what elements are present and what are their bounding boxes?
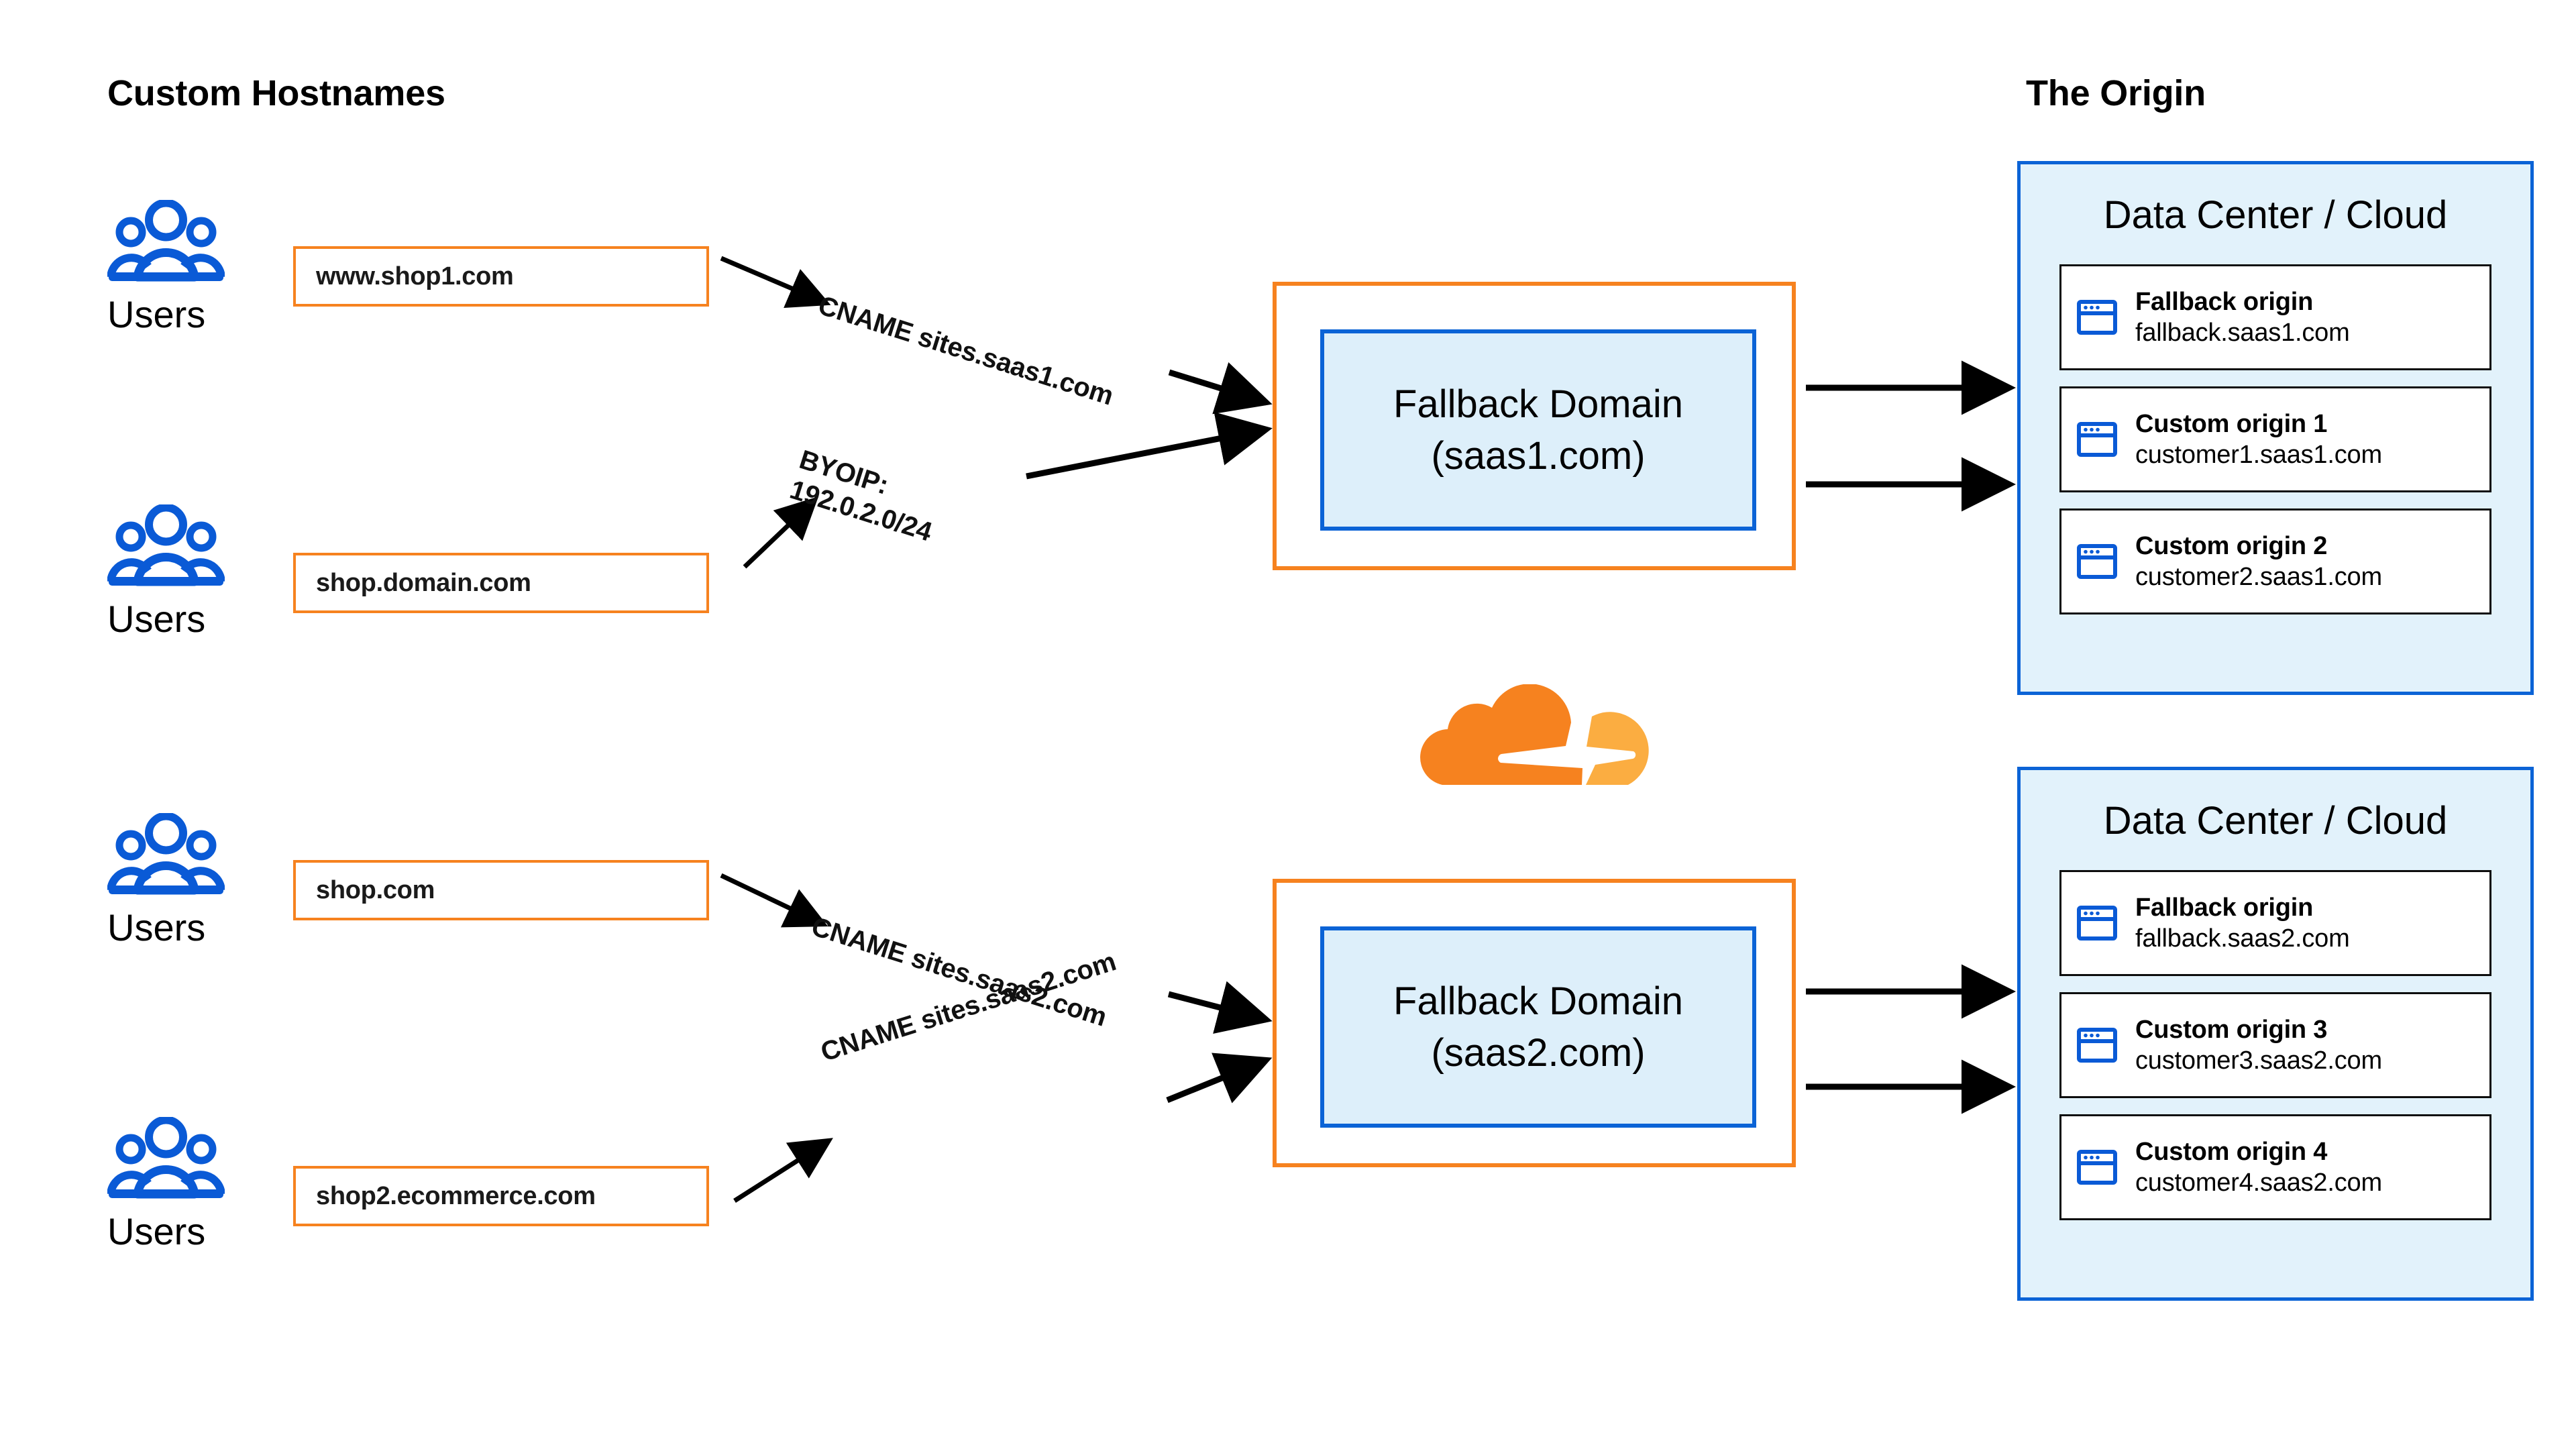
hostname-value: shop.domain.com — [316, 568, 531, 597]
origin-hostname: fallback.saas1.com — [2135, 319, 2350, 347]
hostname-box-www-shop1[interactable]: www.shop1.com — [293, 246, 709, 307]
hostname-box-shop-domain[interactable]: shop.domain.com — [293, 553, 709, 613]
hostname-value: shop.com — [316, 875, 435, 904]
edge-label-byoip: BYOIP: 192.0.2.0/24 — [786, 444, 945, 549]
fallback-domain-box-saas1[interactable]: Fallback Domain (saas1.com) — [1320, 329, 1756, 531]
browser-window-icon — [2077, 1150, 2117, 1185]
origin-card-custom-origin-2[interactable]: Custom origin 2 customer2.saas1.com — [2059, 508, 2491, 614]
heading-custom-hostnames: Custom Hostnames — [107, 73, 445, 113]
users-group-2: Users — [101, 504, 302, 638]
browser-window-icon — [2077, 1028, 2117, 1063]
browser-window-icon — [2077, 422, 2117, 457]
users-label: Users — [107, 293, 206, 335]
origin-name: Custom origin 3 — [2135, 1015, 2328, 1044]
origin-text: Fallback origin fallback.saas1.com — [2135, 286, 2350, 349]
origin-name: Custom origin 4 — [2135, 1137, 2328, 1166]
hostname-value: shop2.ecommerce.com — [316, 1181, 596, 1210]
origin-name: Custom origin 1 — [2135, 409, 2328, 438]
fallback-domain-title: Fallback Domain — [1393, 979, 1683, 1023]
origin-card-fallback-saas1[interactable]: Fallback origin fallback.saas1.com — [2059, 264, 2491, 370]
origin-text: Custom origin 2 customer2.saas1.com — [2135, 531, 2382, 593]
origin-card-custom-origin-1[interactable]: Custom origin 1 customer1.saas1.com — [2059, 386, 2491, 492]
data-center-title: Data Center / Cloud — [2103, 193, 2448, 237]
users-group-3: Users — [101, 813, 302, 947]
fallback-domain-name: (saas1.com) — [1431, 434, 1646, 478]
data-center-panel-2: Data Center / Cloud Fallback origin fall… — [2017, 767, 2534, 1301]
fallback-domain-box-saas2[interactable]: Fallback Domain (saas2.com) — [1320, 926, 1756, 1128]
data-center-panel-1: Data Center / Cloud Fallback origin fall… — [2017, 161, 2534, 695]
arrow-label-fallback2-b — [1166, 1053, 1273, 1104]
arrow-label-fallback1-a — [1168, 362, 1273, 415]
browser-window-icon — [2077, 906, 2117, 941]
origin-name: Custom origin 2 — [2135, 531, 2328, 560]
origin-text: Custom origin 3 customer3.saas2.com — [2135, 1014, 2382, 1077]
users-icon — [107, 504, 225, 586]
origin-hostname: customer1.saas1.com — [2135, 441, 2382, 469]
data-center-title: Data Center / Cloud — [2103, 799, 2448, 843]
origin-name: Fallback origin — [2135, 893, 2314, 922]
users-icon — [107, 1117, 225, 1199]
users-icon — [107, 200, 225, 282]
origin-hostname: fallback.saas2.com — [2135, 924, 2350, 953]
users-icon — [107, 813, 225, 895]
origin-hostname: customer3.saas2.com — [2135, 1046, 2382, 1075]
origin-card-fallback-saas2[interactable]: Fallback origin fallback.saas2.com — [2059, 870, 2491, 976]
arrow-label-fallback2-a — [1167, 981, 1273, 1034]
users-label: Users — [107, 1210, 206, 1252]
cloudflare-logo — [1420, 684, 1649, 785]
arrow-hostname2-label — [720, 873, 828, 928]
browser-window-icon — [2077, 544, 2117, 579]
arrow-hostname0-label — [720, 256, 831, 308]
browser-window-icon — [2077, 300, 2117, 335]
fallback-domain-name: (saas2.com) — [1431, 1031, 1646, 1075]
hostname-value: www.shop1.com — [316, 262, 514, 290]
users-label: Users — [107, 598, 206, 640]
edge-label-cname-saas1: CNAME sites.saas1.com — [814, 290, 1117, 413]
hostname-box-shop[interactable]: shop.com — [293, 860, 709, 920]
origin-text: Custom origin 4 customer4.saas2.com — [2135, 1136, 2382, 1199]
origin-hostname: customer4.saas2.com — [2135, 1169, 2382, 1197]
fallback-domain-container-2: Fallback Domain (saas2.com) — [1273, 879, 1796, 1167]
fallback-domain-container-1: Fallback Domain (saas1.com) — [1273, 282, 1796, 570]
heading-the-origin: The Origin — [2026, 73, 2206, 113]
fallback-domain-title: Fallback Domain — [1393, 382, 1683, 426]
origin-card-custom-origin-3[interactable]: Custom origin 3 customer3.saas2.com — [2059, 992, 2491, 1098]
edge-label-line1: CNAME sites.saas1.com — [814, 290, 1117, 411]
origin-text: Fallback origin fallback.saas2.com — [2135, 892, 2350, 955]
arrow-hostname3-label — [733, 1138, 833, 1203]
origin-name: Fallback origin — [2135, 287, 2314, 316]
arrow-label-fallback1-b — [1026, 412, 1273, 480]
origin-hostname: customer2.saas1.com — [2135, 563, 2382, 591]
users-group-4: Users — [101, 1117, 302, 1250]
hostname-box-shop2-ecommerce[interactable]: shop2.ecommerce.com — [293, 1166, 709, 1226]
origin-text: Custom origin 1 customer1.saas1.com — [2135, 409, 2382, 471]
origin-card-custom-origin-4[interactable]: Custom origin 4 customer4.saas2.com — [2059, 1114, 2491, 1220]
users-group-1: Users — [101, 200, 302, 333]
users-label: Users — [107, 906, 206, 949]
